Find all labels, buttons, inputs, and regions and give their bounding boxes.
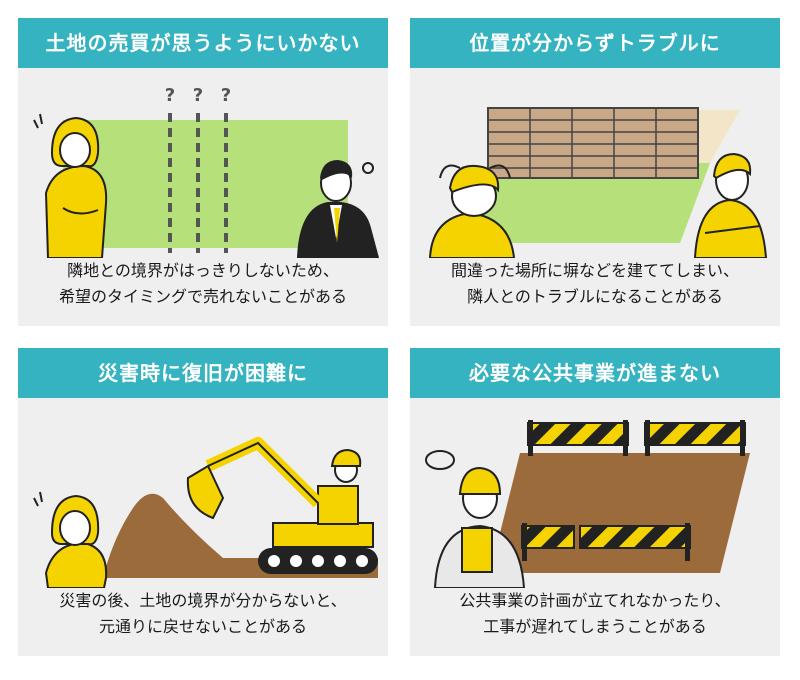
card-title: 位置が分からずトラブルに bbox=[410, 18, 780, 68]
worried-woman-icon bbox=[33, 113, 108, 258]
card-public-works: 必要な公共事業が進まない 公共事業の計画が立てれなかったり、 工事が遅れてしまう… bbox=[410, 348, 780, 656]
card-title: 災害時に復旧が困難に bbox=[18, 348, 388, 398]
card-disaster-recovery: 災害時に復旧が困難に 災害の後、土地の境界が分からないと、 元通りに戻せないこと… bbox=[18, 348, 388, 656]
caption-line-2: 工事が遅れてしまうことがある bbox=[483, 617, 707, 636]
disaster-excavator-illustration bbox=[33, 437, 378, 588]
card-location-trouble: 位置が分からずトラブルに 間違った場 bbox=[410, 18, 780, 326]
caption-line-2: 希望のタイミングで売れないことがある bbox=[58, 287, 347, 306]
card-caption: 災害の後、土地の境界が分からないと、 元通りに戻せないことがある bbox=[18, 588, 388, 656]
caption-line-1: 公共事業の計画が立てれなかったり、 bbox=[459, 591, 731, 610]
caption-line-1: 間違った場所に塀などを建ててしまい、 bbox=[450, 261, 739, 280]
businessman-icon bbox=[296, 160, 380, 258]
worried-woman-icon bbox=[33, 491, 108, 588]
card-land-sale: 土地の売買が思うようにいかない ??? 隣地との境界がは bbox=[18, 18, 388, 326]
card-caption: 公共事業の計画が立てれなかったり、 工事が遅れてしまうことがある bbox=[410, 588, 780, 656]
svg-text:?: ? bbox=[165, 85, 175, 106]
construction-barrier-illustration bbox=[425, 420, 750, 588]
neighbor-man-icon bbox=[693, 152, 768, 258]
card-caption: 間違った場所に塀などを建ててしまい、 隣人とのトラブルになることがある bbox=[410, 258, 780, 326]
fence-icon bbox=[487, 107, 699, 179]
card-title: 必要な公共事業が進まない bbox=[410, 348, 780, 398]
excavator-icon bbox=[186, 437, 378, 574]
svg-text:?: ? bbox=[193, 85, 203, 106]
caption-line-2: 元通りに戻せないことがある bbox=[98, 617, 307, 636]
worker-icon bbox=[425, 450, 526, 588]
svg-text:?: ? bbox=[221, 85, 231, 106]
card-caption: 隣地との境界がはっきりしないため、 希望のタイミングで売れないことがある bbox=[18, 258, 388, 326]
caption-line-1: 災害の後、土地の境界が分からないと、 bbox=[59, 591, 347, 610]
caption-line-1: 隣地との境界がはっきりしないため、 bbox=[67, 261, 339, 280]
land-boundary-illustration: ??? bbox=[33, 85, 380, 258]
fence-dispute-illustration bbox=[428, 107, 768, 258]
card-title: 土地の売買が思うようにいかない bbox=[18, 18, 388, 68]
barrier-icon bbox=[521, 420, 746, 561]
distressed-woman-icon bbox=[428, 164, 516, 258]
caption-line-2: 隣人とのトラブルになることがある bbox=[467, 287, 723, 306]
